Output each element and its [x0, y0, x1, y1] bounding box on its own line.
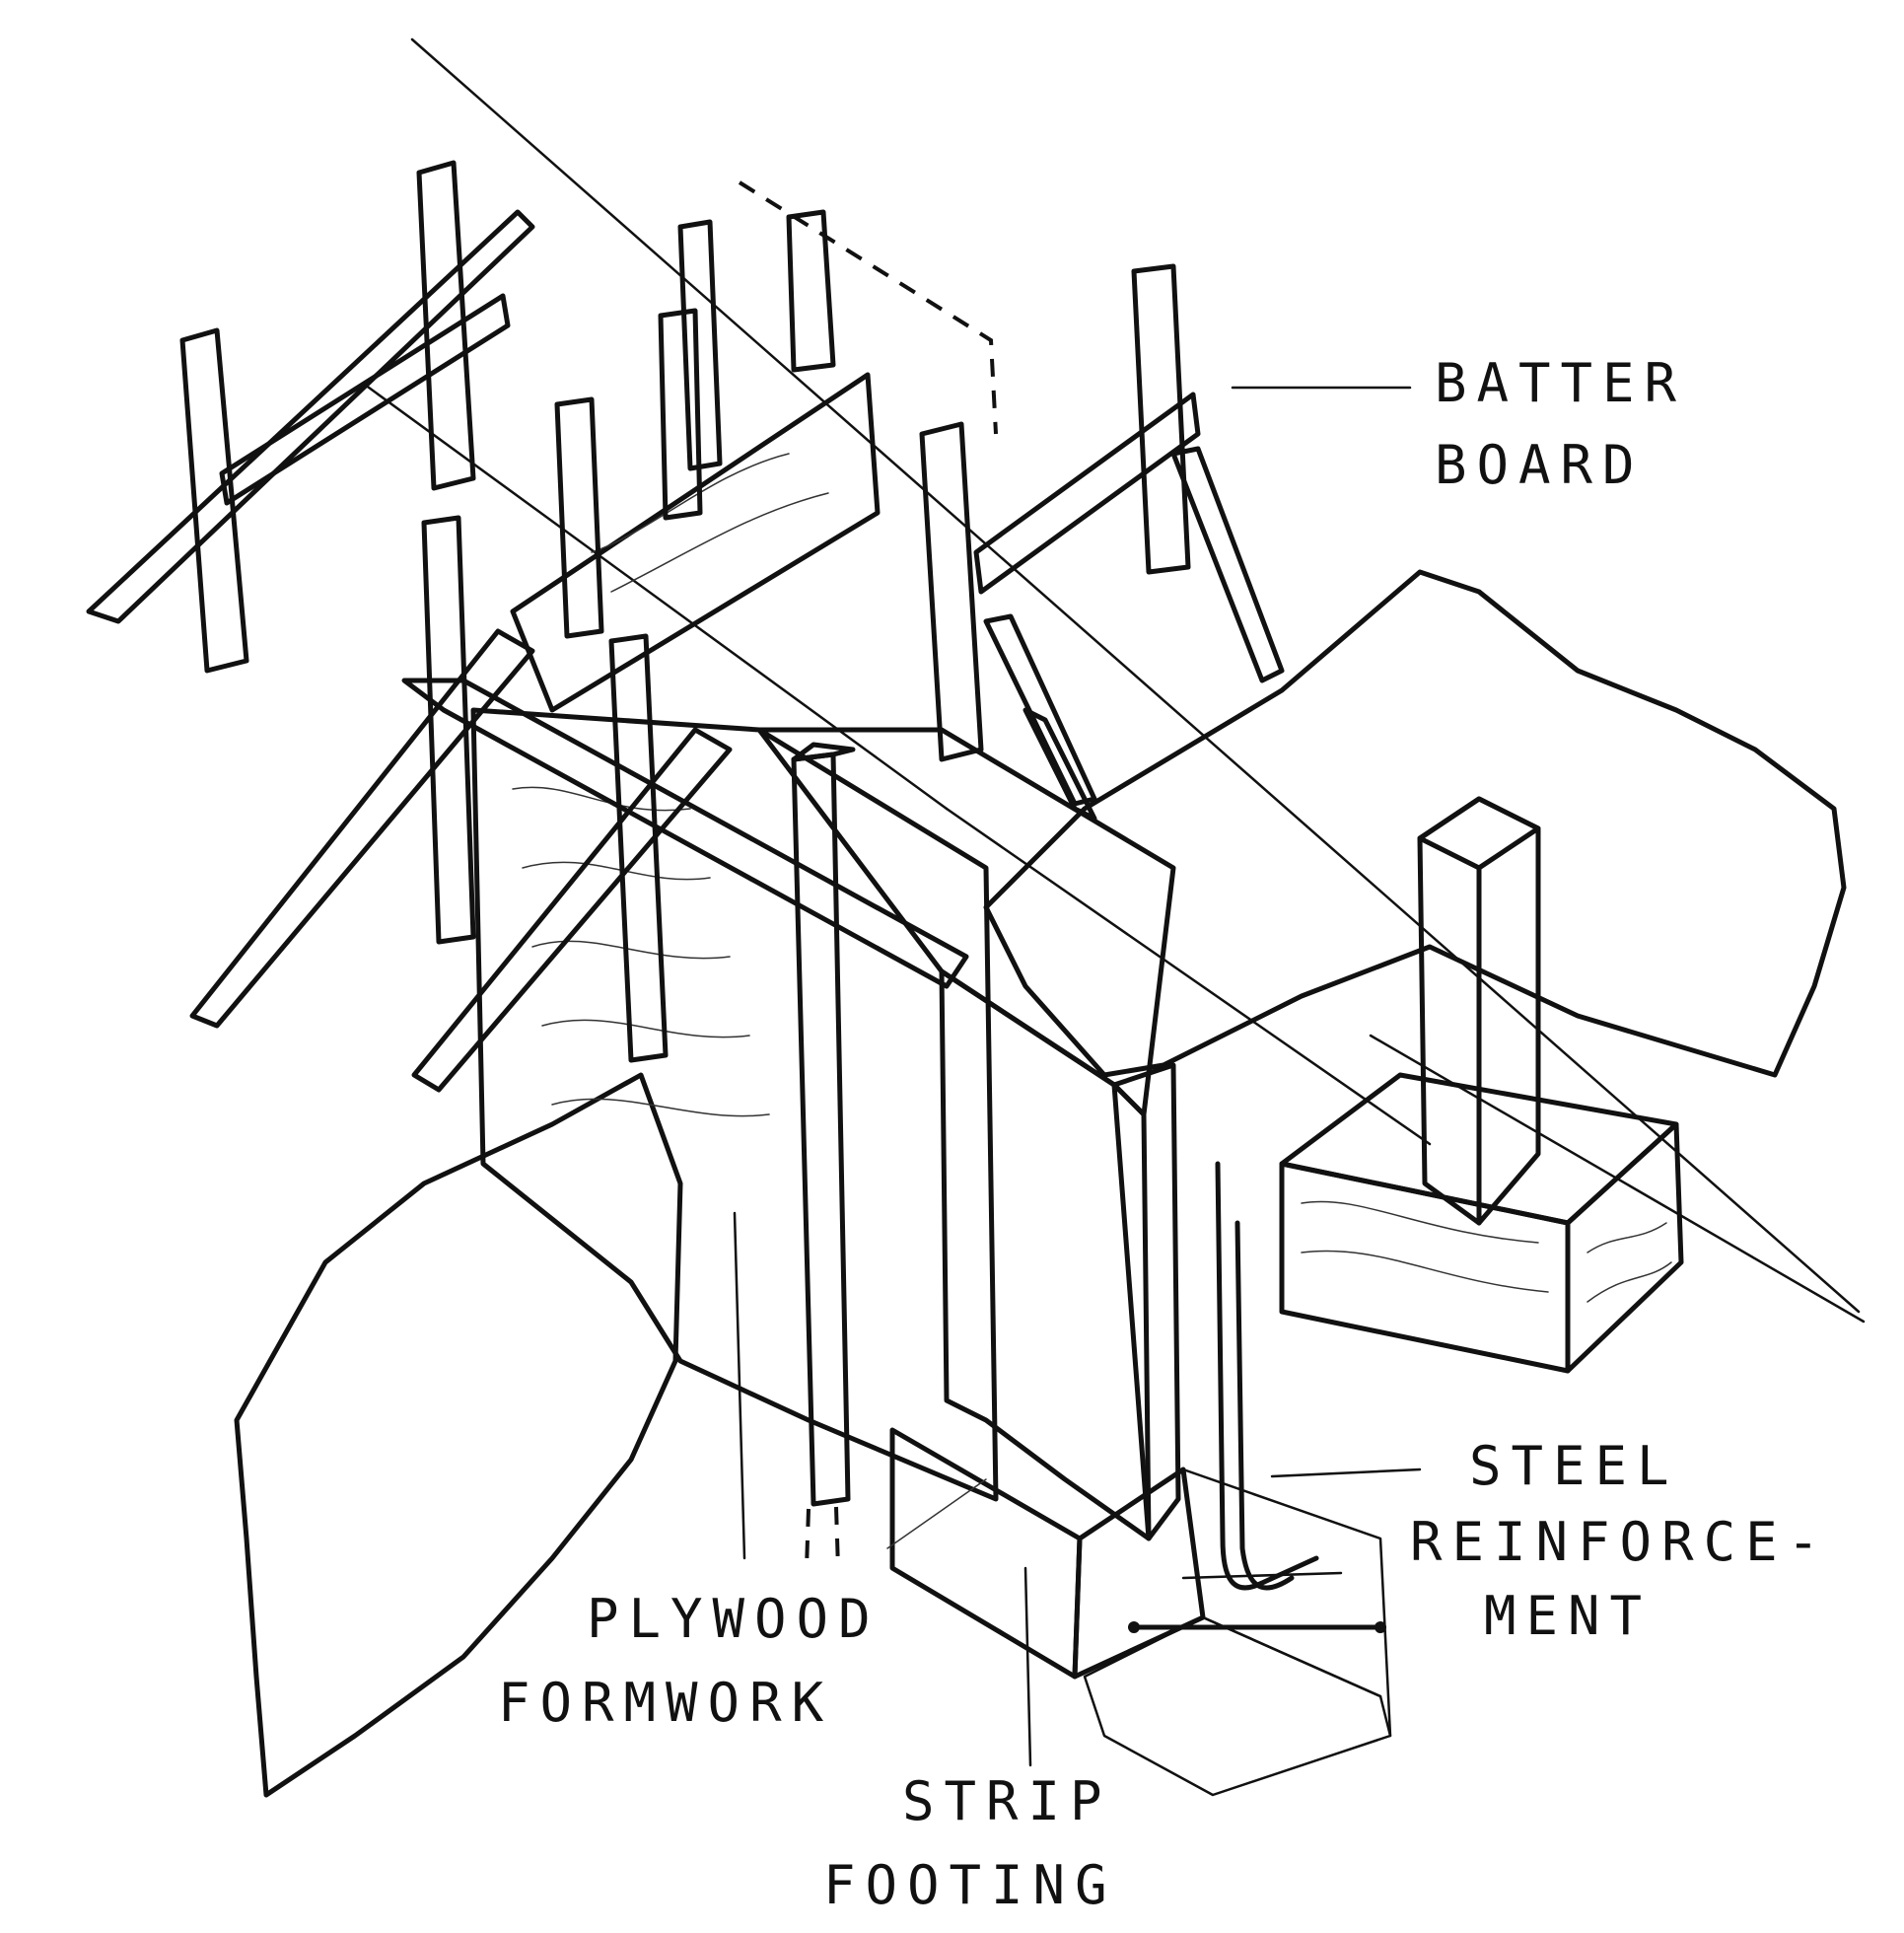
- steel-reinforcement-label-line2: REINFORCE-: [1410, 1511, 1830, 1573]
- plywood-formwork-leader: [733, 1211, 746, 1560]
- string-lines: [363, 37, 1866, 1324]
- batter-board-label-line1: BATTER: [1435, 352, 1687, 414]
- dashed-setout-outline: [738, 180, 998, 435]
- plywood-formwork-label-line2: FORMWORK: [498, 1672, 834, 1734]
- ground-stubs: [805, 1506, 840, 1569]
- strip-footing-label-line1: STRIP: [902, 1770, 1112, 1832]
- label-leaders: [733, 386, 1422, 1767]
- steel-reinforcement-label-line1: STEEL: [1469, 1435, 1679, 1497]
- steel-reinforcement-leader: [1270, 1468, 1422, 1478]
- soil-right: [983, 569, 1847, 1078]
- strip-footing-block: [889, 1427, 1392, 1797]
- steel-reinforcement-label-line3: MENT: [1484, 1585, 1653, 1647]
- strip-footing-label-line2: FOOTING: [823, 1854, 1117, 1916]
- strip-footing-leader: [1023, 1566, 1032, 1767]
- concrete-column: [1417, 796, 1541, 1226]
- concrete-wall: [756, 727, 1181, 1541]
- batter-board-label-line2: BOARD: [1435, 434, 1645, 496]
- steel-reinforcement-bars: [1128, 1161, 1386, 1633]
- diagonal-braces: [189, 628, 1097, 1093]
- soil-left: [234, 1072, 683, 1798]
- stakes: [86, 160, 1285, 1507]
- column-pad-formwork: [1279, 1072, 1684, 1374]
- plywood-formwork-label-line1: PLYWOOD: [587, 1588, 881, 1650]
